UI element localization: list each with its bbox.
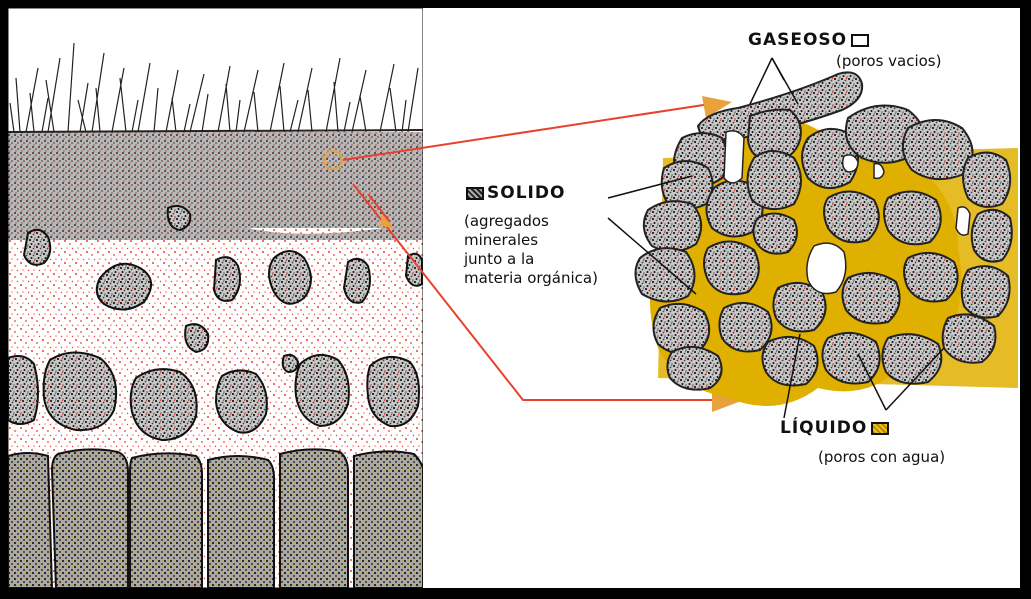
solido-label: SOLIDO [466,185,565,203]
diagram-frame: GASEOSO (poros vacios) SOLIDO (agregados… [5,5,1023,591]
liquido-title: LÍQUIDO [780,418,867,438]
grass [8,43,423,132]
gaseoso-label: GASEOSO [748,32,869,50]
solido-subtitle: (agregados minerales junto a la materia … [464,212,598,288]
solido-sub-line-3: junto a la [464,250,598,269]
liquido-subtitle: (poros con agua) [818,450,945,466]
empty-rectangle-icon [851,34,869,47]
gaseoso-title: GASEOSO [748,30,847,50]
liquido-label: LÍQUIDO [780,420,889,438]
aggregate-cluster [635,72,1018,406]
solido-sub-line-1: (agregados [464,212,598,231]
solido-sub-line-2: minerales [464,231,598,250]
solido-title: SOLIDO [487,183,565,203]
gaseoso-subtitle: (poros vacios) [836,54,941,70]
hatched-gray-rectangle-icon [466,187,484,200]
soil-diagram [8,8,1020,588]
hatched-yellow-rectangle-icon [871,422,889,435]
solido-sub-line-4: materia orgánica) [464,269,598,288]
soil-profile [8,8,423,588]
